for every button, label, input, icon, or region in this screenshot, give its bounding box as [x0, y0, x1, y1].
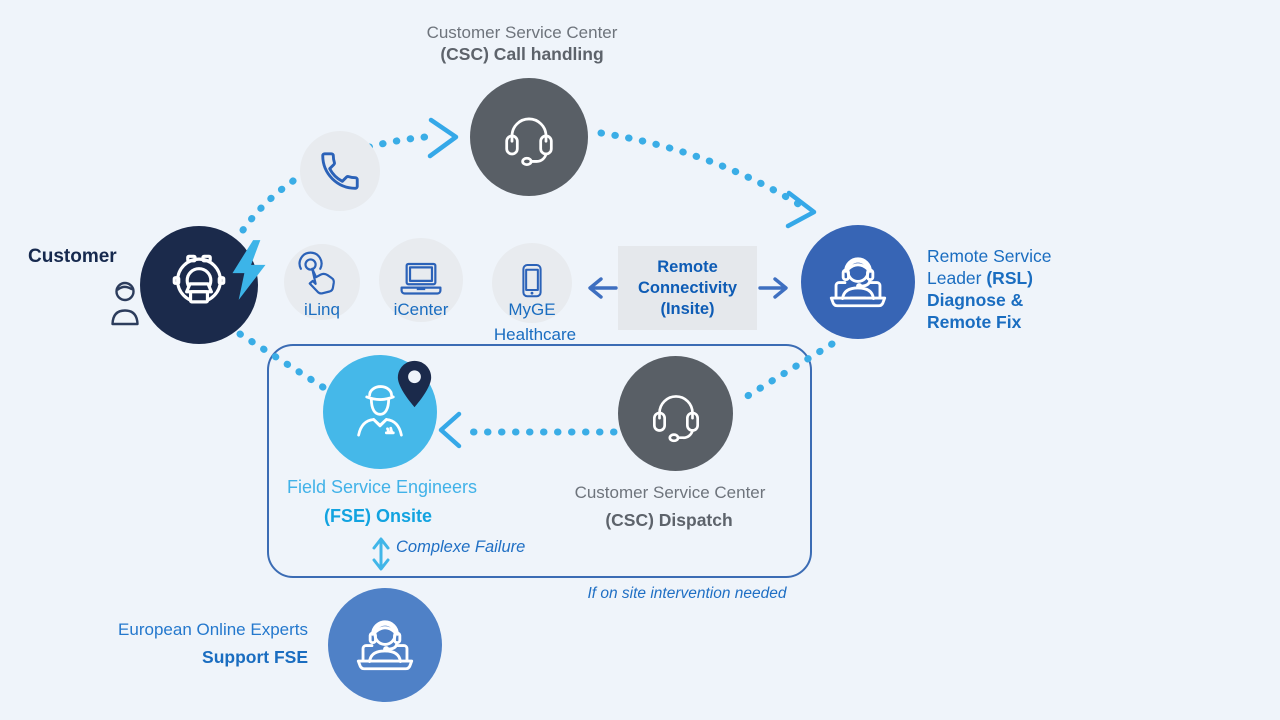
ilinq-label: iLinq [304, 300, 340, 319]
agent-laptop-icon [356, 620, 414, 671]
rsl-text-line2: Leader (RSL) [927, 267, 1033, 289]
mri-scanner-icon [172, 254, 226, 304]
headset-icon [505, 117, 553, 167]
phone-node [300, 131, 380, 211]
complex-failure-double-arrow-icon [372, 537, 390, 571]
csc-call-title-line2: (CSC) Call handling [440, 44, 604, 64]
engineer-icon [357, 385, 403, 437]
person-icon [103, 278, 147, 337]
experts-node [328, 588, 442, 702]
csc-dispatch-label-line1: Customer Service Center [574, 483, 766, 502]
arc-csc-to-rsl [597, 129, 804, 209]
myge-label-line1: MyGE [508, 300, 556, 319]
rsl-text-line2-regular: Leader [927, 268, 987, 288]
experts-label-line2: Support FSE [202, 647, 308, 667]
arrowhead-to-rsl-icon [785, 190, 817, 229]
rsl-text-line1: Remote Service [927, 246, 1052, 266]
myge-label-line2: Healthcare [493, 325, 577, 344]
rsl-text-line2-bold: (RSL) [986, 268, 1034, 288]
complex-failure-label: Complexe Failure [396, 538, 526, 556]
ilinq-node [284, 244, 360, 320]
remote-connectivity-line2: Connectivity [637, 278, 738, 297]
customer-node [140, 226, 258, 344]
customer-label: Customer [28, 246, 117, 267]
arc-rsl-to-dispatch [737, 340, 836, 404]
rsl-text-line4: Remote Fix [927, 312, 1022, 332]
agent-laptop-icon [829, 257, 887, 308]
arrowhead-to-csc-icon [427, 117, 459, 159]
rsl-node [801, 225, 915, 339]
csc-call-title-line1: Customer Service Center [426, 23, 618, 42]
remote-connectivity-line1: Remote [657, 257, 718, 276]
icenter-node [379, 238, 463, 322]
fse-label-line2: (FSE) Onsite [323, 506, 433, 526]
lightning-icon [228, 238, 270, 309]
remote-connectivity-left-arrow-icon [588, 277, 618, 299]
remote-connectivity-line3: (Insite) [660, 299, 715, 318]
touch-icon [298, 251, 335, 295]
smartphone-icon [522, 264, 542, 298]
remote-connectivity-box: Remote Connectivity (Insite) [618, 246, 757, 330]
onsite-note: If on site intervention needed [587, 585, 787, 602]
onsite-group-box [267, 344, 812, 578]
icenter-label: iCenter [393, 300, 449, 319]
csc-call-node [470, 78, 588, 196]
headset-icon [652, 394, 699, 442]
experts-label-line1: European Online Experts [118, 620, 308, 639]
location-pin-icon [396, 359, 433, 414]
rsl-text-line3: Diagnose & [927, 290, 1024, 310]
remote-connectivity-right-arrow-icon [758, 277, 788, 299]
arrowhead-to-fse-icon [438, 411, 462, 449]
csc-dispatch-node [618, 356, 733, 471]
fse-label-line1: Field Service Engineers [286, 477, 478, 497]
myge-node [492, 243, 572, 323]
phone-icon [321, 152, 359, 190]
arc-customer-to-fse [236, 330, 333, 395]
laptop-icon [400, 262, 442, 295]
csc-dispatch-label-line2: (CSC) Dispatch [605, 510, 733, 530]
